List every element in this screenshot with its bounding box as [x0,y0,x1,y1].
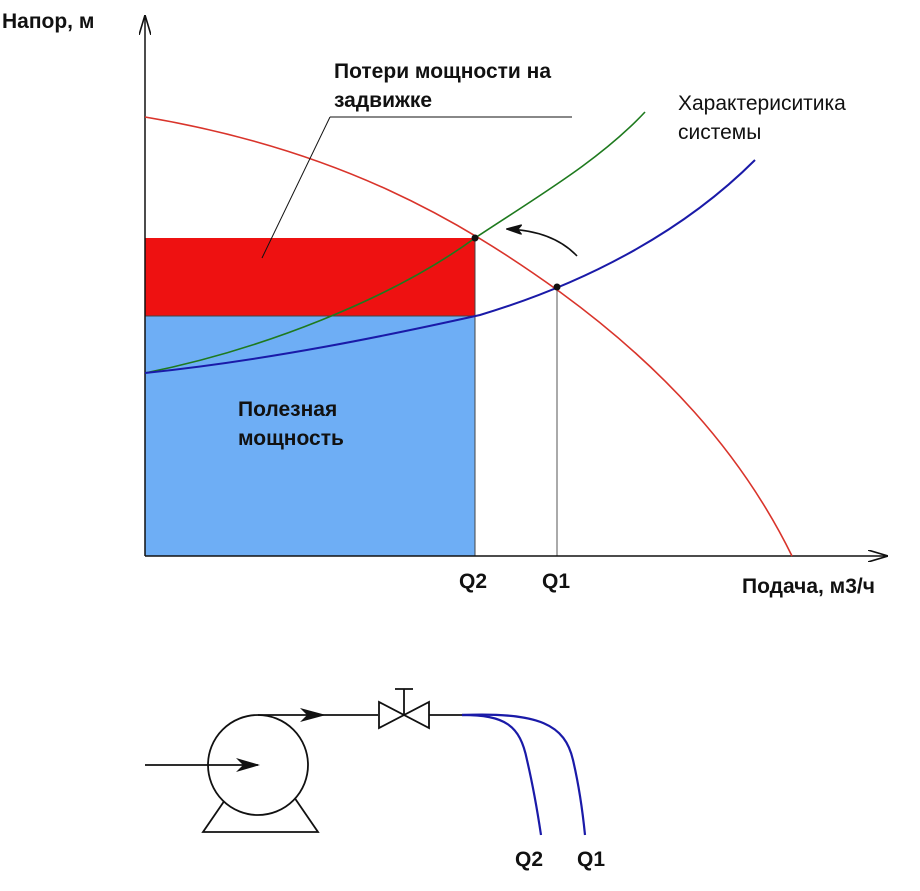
shift-arrow [507,229,578,257]
outlet-stream-q1 [461,713,587,836]
outlet-label-q1: Q1 [577,848,605,871]
system-curve [144,159,756,374]
system-label-line2: системы [678,121,761,144]
useful-power-area [145,316,475,556]
pump-curve [144,116,793,557]
pump-center-arrowhead [236,758,260,772]
tick-q1: Q1 [542,570,570,593]
operating-point-q2 [471,234,479,242]
pump-scheme: Q2 Q1 [145,688,605,871]
discharge-arrowhead [300,708,326,722]
y-axis-title: Напор, м [2,10,94,33]
system-label-line1: Характериситика [678,92,846,115]
outlet-stream-q2 [461,713,543,836]
x-axis-title: Подача, м3/ч [742,575,875,598]
losses-label-line2: задвижке [334,89,432,112]
losses-label-line1: Потери мощности на [334,60,551,83]
throttled-system-curve [144,111,646,374]
outlet-label-q2: Q2 [515,848,543,871]
tick-q2: Q2 [459,570,487,593]
useful-label-line1: Полезная [238,398,337,421]
pump-base-icon [201,796,320,833]
power-loss-area [145,238,475,316]
losses-leader-line [261,116,331,259]
useful-label-line2: мощность [238,427,344,450]
operating-point-q1 [553,283,561,291]
